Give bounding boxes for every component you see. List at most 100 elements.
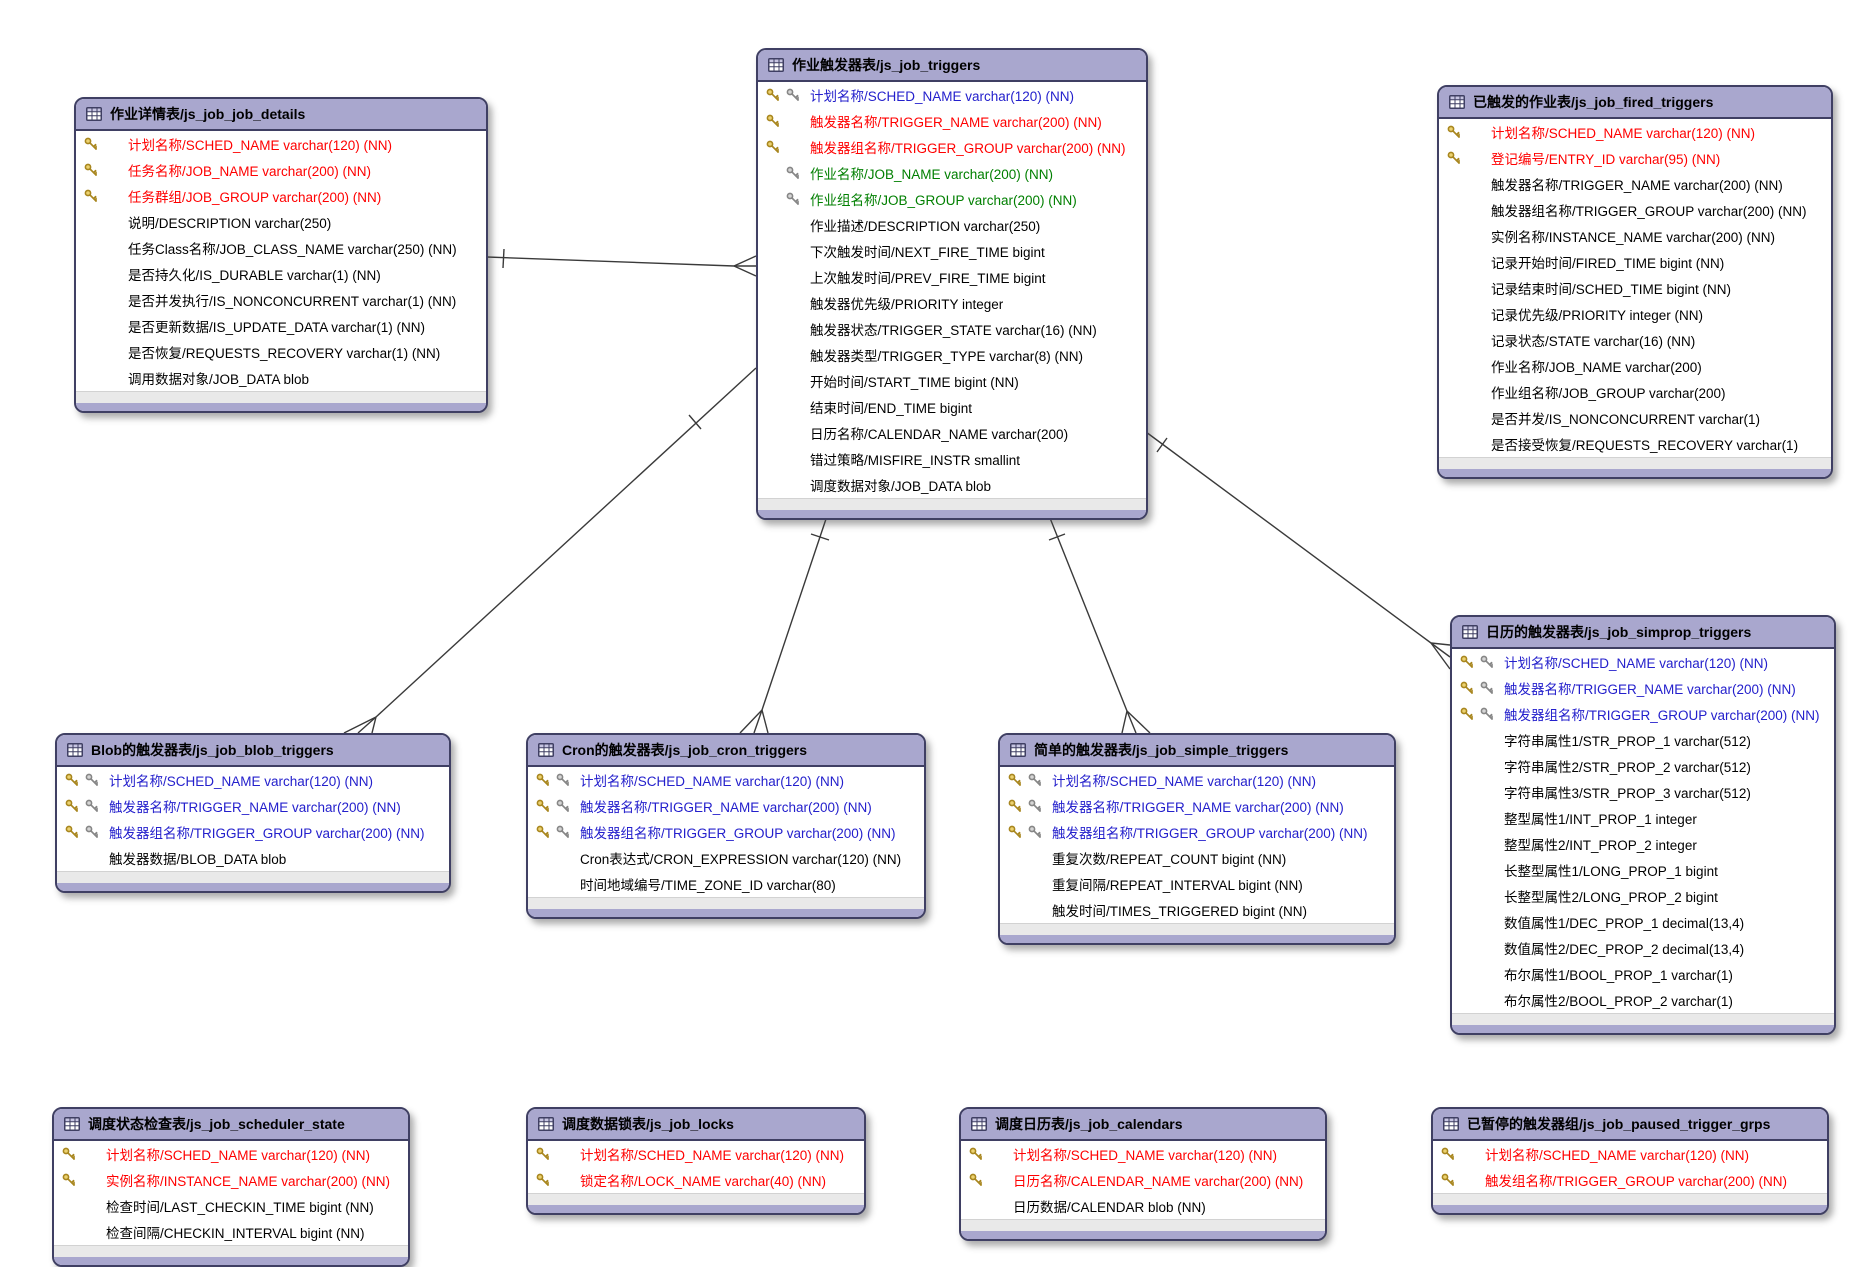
table-header[interactable]: 调度数据锁表/js_job_locks <box>528 1109 864 1141</box>
field-row[interactable]: 触发时间/TIMES_TRIGGERED bigint (NN) <box>1000 897 1394 923</box>
field-row[interactable]: 触发器名称/TRIGGER_NAME varchar(200) (NN) <box>1439 171 1831 197</box>
table-header[interactable]: 调度状态检查表/js_job_scheduler_state <box>54 1109 408 1141</box>
field-row[interactable]: 触发器组名称/TRIGGER_GROUP varchar(200) (NN) <box>528 819 924 845</box>
field-row[interactable]: 触发器组名称/TRIGGER_GROUP varchar(200) (NN) <box>758 134 1146 160</box>
field-row[interactable]: 记录结束时间/SCHED_TIME bigint (NN) <box>1439 275 1831 301</box>
field-row[interactable]: 说明/DESCRIPTION varchar(250) <box>76 209 486 235</box>
relationship-triggers-to-simprop[interactable] <box>1145 431 1451 670</box>
field-row[interactable]: 触发器名称/TRIGGER_NAME varchar(200) (NN) <box>528 793 924 819</box>
field-row[interactable]: 长整型属性2/LONG_PROP_2 bigint <box>1452 883 1834 909</box>
field-row[interactable]: 重复间隔/REPEAT_INTERVAL bigint (NN) <box>1000 871 1394 897</box>
field-row[interactable]: 是否接受恢复/REQUESTS_RECOVERY varchar(1) <box>1439 431 1831 457</box>
field-row[interactable]: 检查间隔/CHECKIN_INTERVAL bigint (NN) <box>54 1219 408 1245</box>
field-row[interactable]: 计划名称/SCHED_NAME varchar(120) (NN) <box>1433 1141 1827 1167</box>
field-row[interactable]: 触发器名称/TRIGGER_NAME varchar(200) (NN) <box>1452 675 1834 701</box>
field-row[interactable]: 计划名称/SCHED_NAME varchar(120) (NN) <box>1439 119 1831 145</box>
field-row[interactable]: 计划名称/SCHED_NAME varchar(120) (NN) <box>76 131 486 157</box>
field-row[interactable]: 作业名称/JOB_NAME varchar(200) <box>1439 353 1831 379</box>
field-row[interactable]: 检查时间/LAST_CHECKIN_TIME bigint (NN) <box>54 1193 408 1219</box>
field-row[interactable]: 触发器组名称/TRIGGER_GROUP varchar(200) (NN) <box>1452 701 1834 727</box>
relationship-details-to-triggers[interactable] <box>486 248 757 277</box>
field-row[interactable]: 作业描述/DESCRIPTION varchar(250) <box>758 212 1146 238</box>
field-row[interactable]: 日历数据/CALENDAR blob (NN) <box>961 1193 1325 1219</box>
field-row[interactable]: 触发器组名称/TRIGGER_GROUP varchar(200) (NN) <box>1439 197 1831 223</box>
field-row[interactable]: 触发器组名称/TRIGGER_GROUP varchar(200) (NN) <box>1000 819 1394 845</box>
field-row[interactable]: 长整型属性1/LONG_PROP_1 bigint <box>1452 857 1834 883</box>
table-header[interactable]: 调度日历表/js_job_calendars <box>961 1109 1325 1141</box>
field-row[interactable]: 触发器数据/BLOB_DATA blob <box>57 845 449 871</box>
field-row[interactable]: 记录优先级/PRIORITY integer (NN) <box>1439 301 1831 327</box>
field-row[interactable]: 记录状态/STATE varchar(16) (NN) <box>1439 327 1831 353</box>
field-row[interactable]: 数值属性1/DEC_PROP_1 decimal(13,4) <box>1452 909 1834 935</box>
field-row[interactable]: 计划名称/SCHED_NAME varchar(120) (NN) <box>57 767 449 793</box>
field-row[interactable]: 布尔属性2/BOOL_PROP_2 varchar(1) <box>1452 987 1834 1013</box>
field-row[interactable]: 触发组名称/TRIGGER_GROUP varchar(200) (NN) <box>1433 1167 1827 1193</box>
field-row[interactable]: 整型属性2/INT_PROP_2 integer <box>1452 831 1834 857</box>
field-row[interactable]: 计划名称/SCHED_NAME varchar(120) (NN) <box>528 767 924 793</box>
field-row[interactable]: 计划名称/SCHED_NAME varchar(120) (NN) <box>961 1141 1325 1167</box>
relationship-triggers-to-blob[interactable] <box>343 367 757 734</box>
field-row[interactable]: 计划名称/SCHED_NAME varchar(120) (NN) <box>528 1141 864 1167</box>
field-row[interactable]: 时间地域编号/TIME_ZONE_ID varchar(80) <box>528 871 924 897</box>
field-row[interactable]: 锁定名称/LOCK_NAME varchar(40) (NN) <box>528 1167 864 1193</box>
field-row[interactable]: 是否并发/IS_NONCONCURRENT varchar(1) <box>1439 405 1831 431</box>
field-row[interactable]: 是否持久化/IS_DURABLE varchar(1) (NN) <box>76 261 486 287</box>
table-header[interactable]: 已暂停的触发器组/js_job_paused_trigger_grps <box>1433 1109 1827 1141</box>
field-row[interactable]: 是否并发执行/IS_NONCONCURRENT varchar(1) (NN) <box>76 287 486 313</box>
field-row[interactable]: 记录开始时间/FIRED_TIME bigint (NN) <box>1439 249 1831 275</box>
field-row[interactable]: 是否更新数据/IS_UPDATE_DATA varchar(1) (NN) <box>76 313 486 339</box>
field-row[interactable]: 任务Class名称/JOB_CLASS_NAME varchar(250) (N… <box>76 235 486 261</box>
field-row[interactable]: 触发器组名称/TRIGGER_GROUP varchar(200) (NN) <box>57 819 449 845</box>
field-row[interactable]: 计划名称/SCHED_NAME varchar(120) (NN) <box>1000 767 1394 793</box>
field-row[interactable]: 作业组名称/JOB_GROUP varchar(200) <box>1439 379 1831 405</box>
table-header[interactable]: 简单的触发器表/js_job_simple_triggers <box>1000 735 1394 767</box>
field-row[interactable]: 触发器优先级/PRIORITY integer <box>758 290 1146 316</box>
field-row[interactable]: 字符串属性1/STR_PROP_1 varchar(512) <box>1452 727 1834 753</box>
field-row[interactable]: 调度数据对象/JOB_DATA blob <box>758 472 1146 498</box>
field-row[interactable]: 触发器名称/TRIGGER_NAME varchar(200) (NN) <box>57 793 449 819</box>
field-row[interactable]: 日历名称/CALENDAR_NAME varchar(200) <box>758 420 1146 446</box>
table-header[interactable]: 作业触发器表/js_job_triggers <box>758 50 1146 82</box>
relationship-triggers-to-simple[interactable] <box>1047 512 1151 734</box>
field-row[interactable]: 下次触发时间/NEXT_FIRE_TIME bigint <box>758 238 1146 264</box>
field-row[interactable]: 实例名称/INSTANCE_NAME varchar(200) (NN) <box>54 1167 408 1193</box>
field-row[interactable]: 是否恢复/REQUESTS_RECOVERY varchar(1) (NN) <box>76 339 486 365</box>
table-header[interactable]: Cron的触发器表/js_job_cron_triggers <box>528 735 924 767</box>
field-row[interactable]: 整型属性1/INT_PROP_1 integer <box>1452 805 1834 831</box>
field-row[interactable]: Cron表达式/CRON_EXPRESSION varchar(120) (NN… <box>528 845 924 871</box>
field-row[interactable]: 计划名称/SCHED_NAME varchar(120) (NN) <box>758 82 1146 108</box>
field-row[interactable]: 触发器名称/TRIGGER_NAME varchar(200) (NN) <box>758 108 1146 134</box>
field-row[interactable]: 数值属性2/DEC_PROP_2 decimal(13,4) <box>1452 935 1834 961</box>
field-row[interactable]: 触发器状态/TRIGGER_STATE varchar(16) (NN) <box>758 316 1146 342</box>
field-row[interactable]: 日历名称/CALENDAR_NAME varchar(200) (NN) <box>961 1167 1325 1193</box>
field-row[interactable]: 结束时间/END_TIME bigint <box>758 394 1146 420</box>
field-row[interactable]: 开始时间/START_TIME bigint (NN) <box>758 368 1146 394</box>
field-row[interactable]: 字符串属性3/STR_PROP_3 varchar(512) <box>1452 779 1834 805</box>
field-row[interactable]: 调用数据对象/JOB_DATA blob <box>76 365 486 391</box>
field-row[interactable]: 任务群组/JOB_GROUP varchar(200) (NN) <box>76 183 486 209</box>
field-row[interactable]: 计划名称/SCHED_NAME varchar(120) (NN) <box>54 1141 408 1167</box>
relationship-triggers-to-cron[interactable] <box>739 512 830 734</box>
field-row[interactable]: 触发器类型/TRIGGER_TYPE varchar(8) (NN) <box>758 342 1146 368</box>
field-row[interactable]: 任务名称/JOB_NAME varchar(200) (NN) <box>76 157 486 183</box>
field-row[interactable]: 上次触发时间/PREV_FIRE_TIME bigint <box>758 264 1146 290</box>
table-header[interactable]: 日历的触发器表/js_job_simprop_triggers <box>1452 617 1834 649</box>
field-row[interactable]: 布尔属性1/BOOL_PROP_1 varchar(1) <box>1452 961 1834 987</box>
table-header[interactable]: 已触发的作业表/js_job_fired_triggers <box>1439 87 1831 119</box>
field-row[interactable]: 字符串属性2/STR_PROP_2 varchar(512) <box>1452 753 1834 779</box>
field-row[interactable]: 计划名称/SCHED_NAME varchar(120) (NN) <box>1452 649 1834 675</box>
table-header[interactable]: Blob的触发器表/js_job_blob_triggers <box>57 735 449 767</box>
field-row[interactable]: 作业组名称/JOB_GROUP varchar(200) (NN) <box>758 186 1146 212</box>
field-row[interactable]: 作业名称/JOB_NAME varchar(200) (NN) <box>758 160 1146 186</box>
